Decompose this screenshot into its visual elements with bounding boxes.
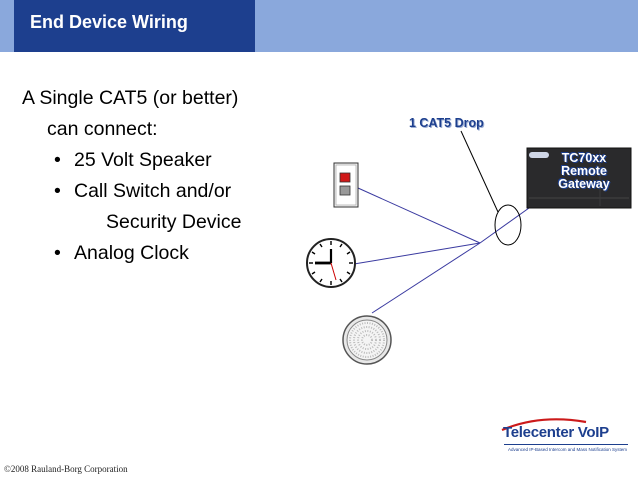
brand-logo: Telecenter VoIP	[503, 424, 609, 441]
gateway-label: TC70xx Remote Gateway	[534, 152, 634, 191]
bullet-dot-icon: •	[54, 242, 61, 264]
bullet-text: Analog Clock	[74, 242, 189, 264]
gateway-device-icon	[526, 147, 632, 209]
bullet-dot-icon: •	[54, 180, 61, 202]
callout-line	[460, 130, 499, 213]
bullet-dot-icon: •	[54, 149, 61, 171]
brand-name: Telecenter	[503, 424, 578, 441]
wire-clock	[353, 242, 481, 265]
brand-suffix: VoIP	[577, 424, 609, 441]
speaker-icon	[342, 315, 392, 365]
footer-copyright: ©2008 Rauland-Borg Corporation	[4, 464, 128, 474]
bullet-item: • 25 Volt Speaker	[22, 145, 322, 176]
intro-line-1: A Single CAT5 (or better)	[22, 87, 239, 109]
bullet-item: • Analog Clock	[22, 238, 322, 269]
intro-line-2: can connect:	[47, 118, 158, 140]
wire-switch	[357, 187, 481, 244]
brand-tagline: Advanced IP-Based Intercom and Mass Noti…	[508, 447, 628, 452]
slide-title: End Device Wiring	[30, 12, 188, 32]
cat5-drop-ellipse	[494, 204, 522, 246]
cat5-drop-label: 1 CAT5 Drop	[409, 116, 484, 130]
wires	[353, 187, 544, 314]
bullet-text: Call Switch and/or	[74, 180, 232, 202]
telecenter-logo-swoosh-icon	[501, 418, 628, 445]
gateway-label-line-2: Remote	[561, 164, 607, 178]
title-box: End Device Wiring	[14, 0, 255, 52]
body-text: A Single CAT5 (or better) can connect: •…	[22, 83, 322, 269]
bullet-text: 25 Volt Speaker	[74, 149, 212, 171]
bullet-continuation: Security Device	[106, 211, 242, 233]
bullet-item: • Call Switch and/or Security Device	[22, 176, 322, 238]
wire-speaker	[371, 242, 481, 314]
analog-clock-icon	[306, 238, 356, 288]
gateway-label-line-3: Gateway	[558, 177, 610, 191]
call-switch-icon	[333, 162, 359, 208]
gateway-label-line-1: TC70xx	[561, 151, 607, 165]
